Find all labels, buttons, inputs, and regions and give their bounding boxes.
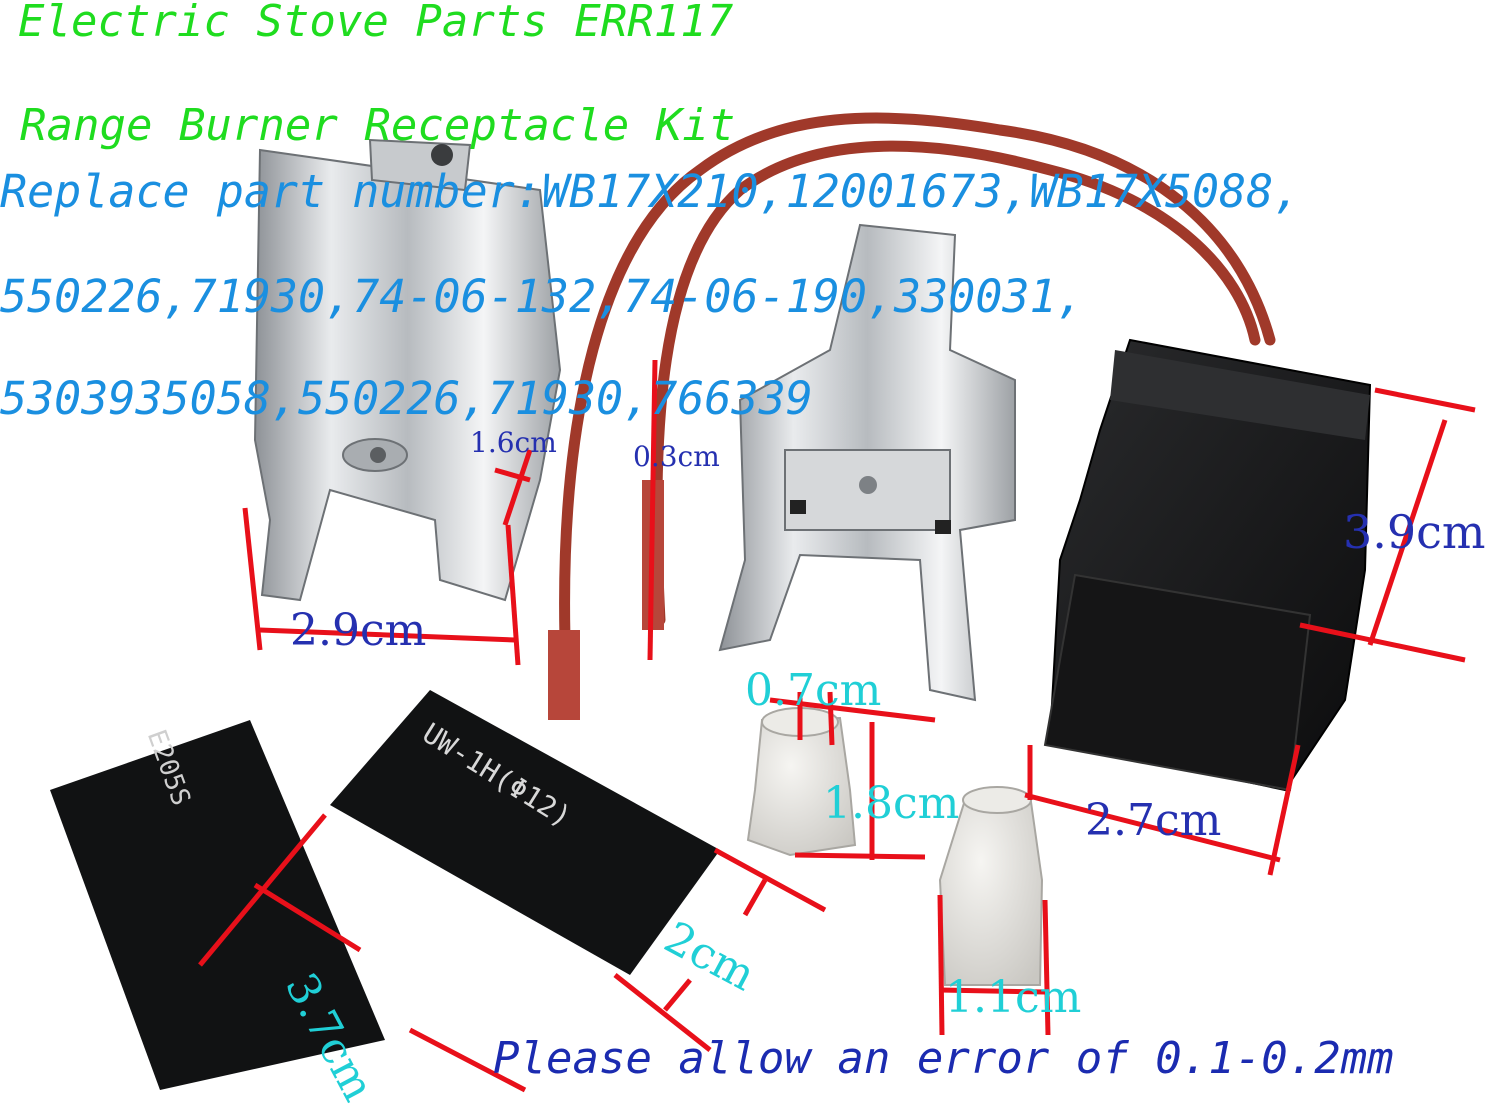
- dimension-cap-base: 1.1cm: [945, 972, 1082, 1023]
- part-numbers-line-3: 5303935058,550226,71930,766339: [0, 372, 813, 425]
- part-numbers-line-2: 550226,71930,74-06-132,74-06-190,330031,: [0, 270, 1084, 323]
- wire-terminal-left: [548, 630, 580, 720]
- part-numbers-line-1: Replace part number:WB17X210,12001673,WB…: [0, 165, 1301, 218]
- error-tolerance-note: Please allow an error of 0.1-0.2mm: [493, 1033, 1394, 1084]
- left-metal-clip: [253, 138, 562, 602]
- title-line-2: Range Burner Receptacle Kit: [20, 100, 736, 151]
- dimension-wire-thickness: 0.3cm: [633, 440, 720, 473]
- dimension-cap-top: 0.7cm: [745, 665, 882, 716]
- heat-shrink-tube-left: [50, 720, 385, 1090]
- measurement-lines: [198, 359, 1476, 1093]
- heat-shrink-tube-right: [330, 690, 720, 975]
- dimension-clip-height: 1.6cm: [470, 426, 557, 459]
- ceramic-cap-right: [938, 786, 1044, 986]
- right-metal-clip: [718, 223, 1016, 702]
- dimension-block-width: 2.7cm: [1085, 795, 1222, 846]
- dimension-block-height: 3.9cm: [1343, 505, 1486, 559]
- black-receptacle-block: [1043, 338, 1372, 792]
- dimension-clip-width: 2.9cm: [290, 605, 427, 656]
- title-line-1: Electric Stove Parts ERR117: [18, 0, 734, 47]
- red-wires: [559, 112, 1276, 646]
- dimension-cap-height: 1.8cm: [823, 778, 960, 829]
